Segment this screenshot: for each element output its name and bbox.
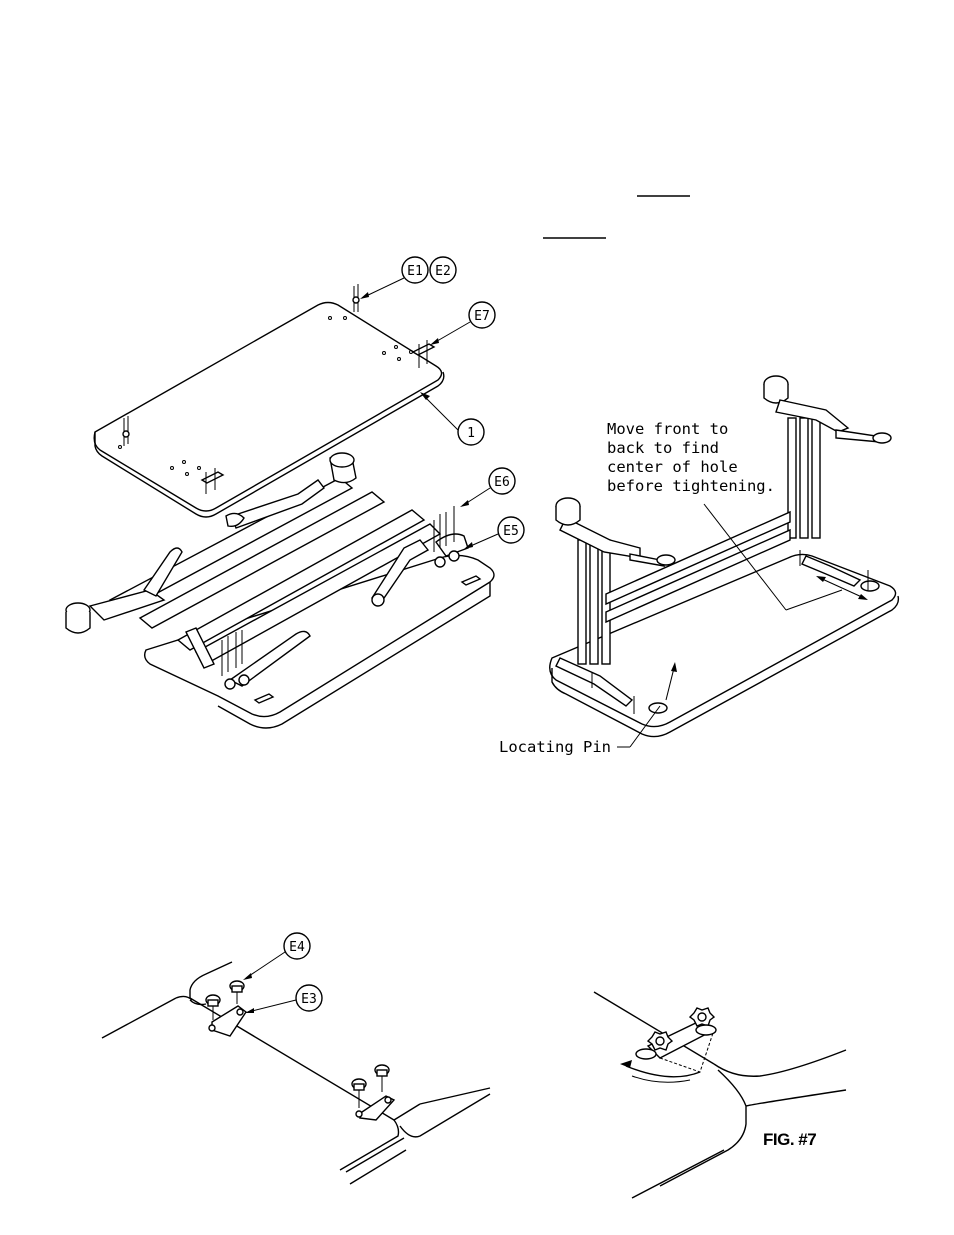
bottom-left-detail (101, 961, 491, 1185)
adjust-arrowhead-b (858, 594, 868, 600)
leader-locating-pin-2 (629, 705, 661, 748)
bottom-right-detail (593, 991, 847, 1199)
callout-e4: E4 (283, 932, 311, 960)
arrowhead-e3 (245, 1008, 254, 1013)
svg-text:E3: E3 (301, 992, 317, 1007)
assembled-table (549, 375, 900, 738)
leader-e1 (361, 277, 405, 299)
svg-text:before tightening.: before tightening. (607, 477, 775, 495)
svg-text:E7: E7 (474, 309, 490, 324)
svg-text:E5: E5 (503, 524, 519, 539)
figure-label: FIG. #7 (763, 1130, 816, 1149)
callout-e2: E2 (429, 256, 457, 284)
arrowhead-part-1 (420, 392, 430, 400)
tabletop-panel (93, 284, 445, 518)
svg-text:back to find: back to find (607, 439, 719, 457)
svg-text:E6: E6 (494, 475, 510, 490)
arrowhead-e1 (360, 292, 369, 299)
callout-e6: E6 (488, 467, 516, 495)
callout-part-1: 1 (457, 418, 485, 446)
leader-e3 (247, 999, 297, 1013)
arrowhead-e5 (464, 542, 473, 549)
leader-move-note (703, 503, 787, 611)
leader-move-note-2 (785, 589, 843, 611)
arrowhead-e6 (460, 500, 469, 507)
svg-text:E4: E4 (289, 940, 305, 955)
arrowhead-e4 (243, 973, 252, 980)
svg-text:center of hole: center of hole (607, 458, 738, 476)
callout-e5: E5 (497, 516, 525, 544)
leader-e4 (245, 951, 286, 979)
adjust-arrow-line (819, 577, 865, 599)
note-move-front-to-back: Move front to back to find center of hol… (607, 420, 775, 495)
callout-e7: E7 (468, 301, 496, 329)
svg-text:E2: E2 (435, 264, 451, 279)
svg-text:1: 1 (467, 426, 475, 441)
label-locating-pin: Locating Pin (499, 738, 611, 756)
svg-text:E1: E1 (407, 264, 423, 279)
callout-e1: E1 (401, 256, 429, 284)
leader-part-1 (421, 393, 459, 431)
locating-pin-up-arrow (665, 667, 675, 701)
svg-text:Move front to: Move front to (607, 420, 728, 438)
arrowhead-e7 (430, 338, 439, 345)
base-frame (65, 452, 495, 729)
adjust-arrowhead-a (816, 576, 826, 582)
locating-pin-arrowhead (671, 662, 677, 672)
callout-e3: E3 (295, 984, 323, 1012)
